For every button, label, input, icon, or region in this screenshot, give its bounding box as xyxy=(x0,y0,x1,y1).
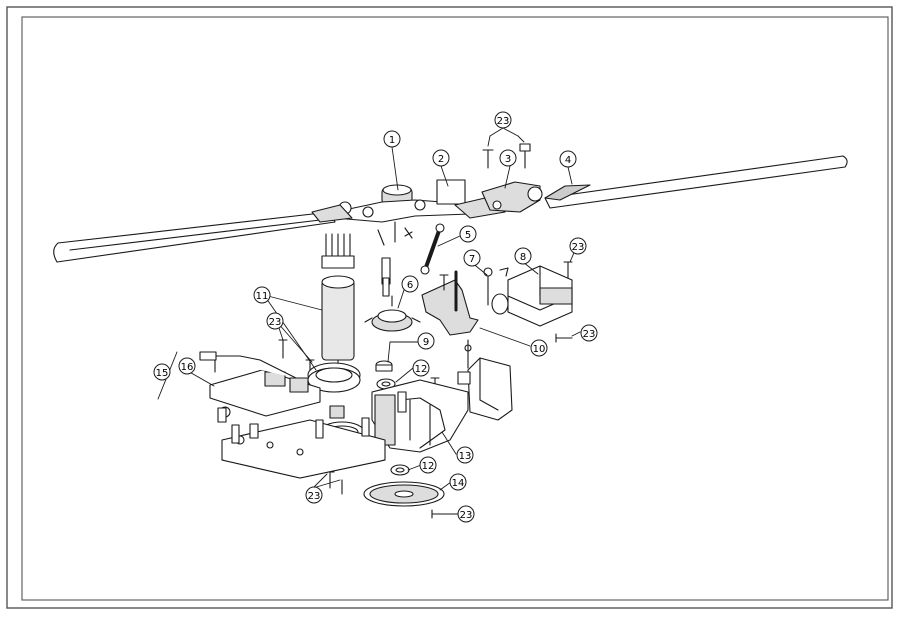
svg-text:8: 8 xyxy=(520,252,526,263)
callout-23-bottom: 23 xyxy=(305,486,323,504)
callout-23-right: 23 xyxy=(580,324,598,342)
svg-text:23: 23 xyxy=(583,329,596,340)
main-gear xyxy=(363,481,445,507)
pinion-gear xyxy=(329,405,345,419)
callout-23-top: 23 xyxy=(494,111,512,129)
spacer xyxy=(375,360,393,372)
svg-text:5: 5 xyxy=(465,230,471,241)
main-shaft xyxy=(381,257,391,297)
flybar-paddle-assembly xyxy=(436,179,506,219)
callout-12-lower: 12 xyxy=(419,456,437,474)
servo-upper xyxy=(491,265,573,327)
page-frame xyxy=(6,6,893,609)
svg-text:2: 2 xyxy=(438,154,444,165)
callout-9: 9 xyxy=(417,332,435,350)
svg-text:12: 12 xyxy=(422,461,435,472)
callout-3: 3 xyxy=(499,149,517,167)
callout-12-upper: 12 xyxy=(412,359,430,377)
callout-14: 14 xyxy=(449,473,467,491)
motor xyxy=(321,233,355,373)
lower-frame-plate xyxy=(221,417,386,479)
svg-text:23: 23 xyxy=(497,116,510,127)
svg-text:4: 4 xyxy=(565,155,571,166)
svg-text:6: 6 xyxy=(407,280,413,291)
callout-23-servo: 23 xyxy=(569,237,587,255)
blade-grip xyxy=(481,181,543,213)
callout-1: 1 xyxy=(383,130,401,148)
svg-text:11: 11 xyxy=(256,291,269,302)
svg-text:9: 9 xyxy=(423,337,429,348)
frame-standoffs xyxy=(217,391,407,439)
main-frame xyxy=(371,379,469,453)
washout-mixer xyxy=(421,270,479,369)
callout-16: 16 xyxy=(178,357,196,375)
callout-23-motor: 23 xyxy=(266,312,284,330)
svg-text:23: 23 xyxy=(269,317,282,328)
callout-5: 5 xyxy=(459,225,477,243)
callout-10: 10 xyxy=(530,339,548,357)
callout-4: 4 xyxy=(559,150,577,168)
motor-mount-ring xyxy=(307,362,361,393)
callout-8: 8 xyxy=(514,247,532,265)
screw-pair-top xyxy=(482,143,531,169)
main-rotor-blade-right xyxy=(544,155,848,209)
svg-text:15: 15 xyxy=(156,368,169,379)
upper-frame-plate xyxy=(199,351,321,418)
callout-11: 11 xyxy=(253,286,271,304)
bearing-lower xyxy=(390,464,410,476)
swashplate xyxy=(364,295,421,332)
svg-text:14: 14 xyxy=(452,478,465,489)
svg-text:23: 23 xyxy=(572,242,585,253)
svg-text:3: 3 xyxy=(505,154,511,165)
rotor-head xyxy=(311,184,471,246)
svg-text:1: 1 xyxy=(389,135,395,146)
svg-text:10: 10 xyxy=(533,344,546,355)
callout-13: 13 xyxy=(456,446,474,464)
svg-text:16: 16 xyxy=(181,362,194,373)
svg-text:23: 23 xyxy=(460,510,473,521)
linkage-rod xyxy=(404,223,445,275)
svg-text:23: 23 xyxy=(308,491,321,502)
callout-labels: 1 2 3 4 5 6 7 8 9 10 11 12 12 13 14 15 1… xyxy=(153,111,598,523)
callout-2: 2 xyxy=(432,149,450,167)
leader-lines xyxy=(157,127,581,515)
svg-text:13: 13 xyxy=(459,451,472,462)
svg-text:12: 12 xyxy=(415,364,428,375)
callout-15: 15 xyxy=(153,363,171,381)
svg-text:7: 7 xyxy=(469,254,475,265)
bearing-upper xyxy=(376,378,396,390)
callout-7: 7 xyxy=(463,249,481,267)
main-rotor-blade-left xyxy=(53,211,336,263)
servo-lower xyxy=(457,357,513,421)
callout-23-gear: 23 xyxy=(457,505,475,523)
callout-6: 6 xyxy=(401,275,419,293)
